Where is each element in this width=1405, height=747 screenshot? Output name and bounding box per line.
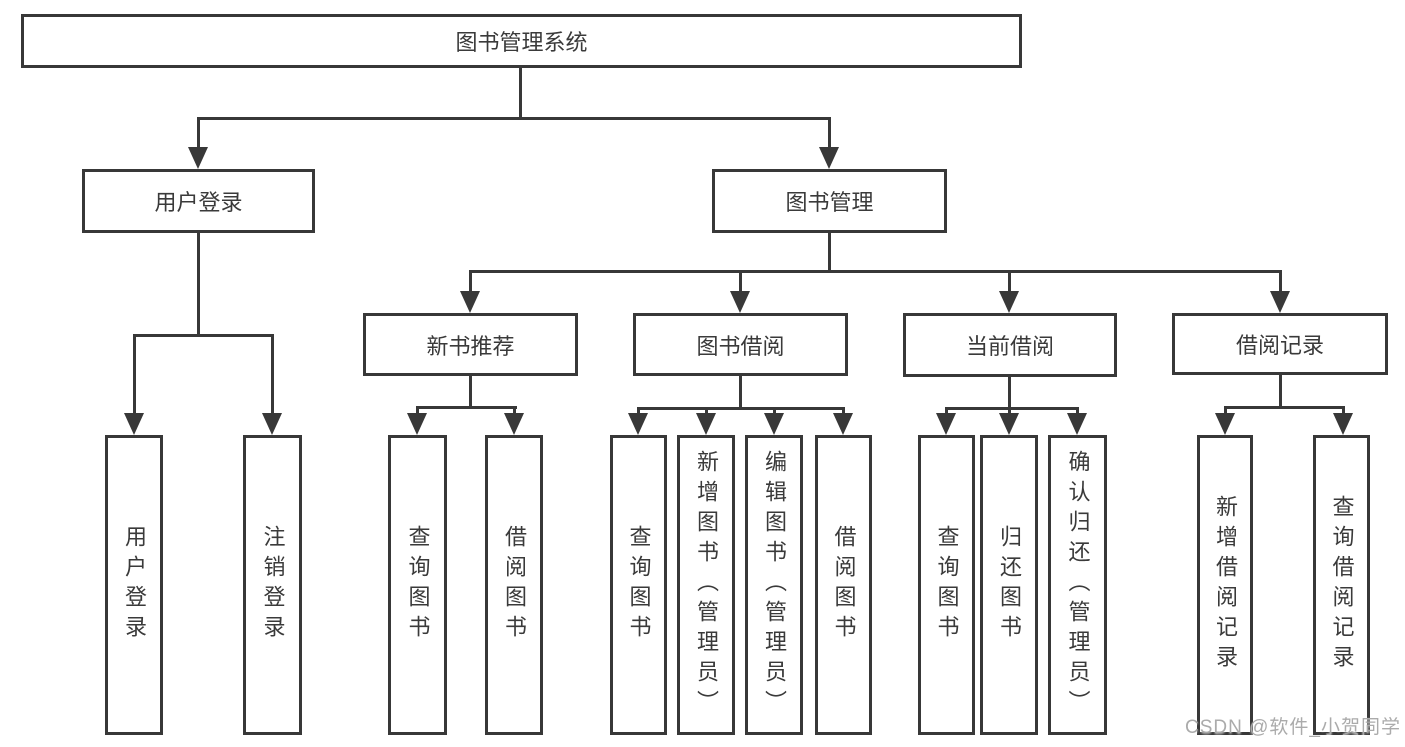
leaf-user-login: 用户登录	[105, 435, 163, 735]
connector-line	[197, 231, 200, 337]
node-label: 图书借阅	[696, 333, 785, 359]
node-new-book-recommend: 新书推荐	[363, 313, 578, 376]
csdn-watermark: CSDN @软件_小贺同学	[1185, 717, 1401, 738]
connector-line	[519, 66, 522, 120]
node-current-borrowing: 当前借阅	[903, 313, 1117, 377]
connector-arrowhead	[628, 413, 648, 435]
connector-line	[637, 407, 640, 417]
connector-line	[945, 407, 1079, 410]
connector-line	[1279, 270, 1282, 296]
connector-line	[1008, 270, 1011, 296]
leaf-borrow-borrow-books: 借阅图书	[815, 435, 872, 735]
connector-arrowhead	[764, 413, 784, 435]
node-label: 归还图书	[997, 525, 1022, 645]
connector-arrowhead	[1333, 413, 1353, 435]
connector-arrowhead	[1067, 413, 1087, 435]
connector-line	[637, 407, 845, 410]
connector-arrowhead	[1215, 413, 1235, 435]
connector-arrowhead	[262, 413, 282, 435]
connector-arrowhead	[188, 147, 208, 169]
leaf-newbook-query-books: 查询图书	[388, 435, 447, 735]
node-label: 用户登录	[154, 190, 243, 215]
connector-line	[469, 374, 472, 409]
node-label: 新书推荐	[426, 333, 515, 359]
connector-line	[133, 334, 274, 337]
connector-line	[739, 270, 742, 296]
leaf-borrow-query-books: 查询图书	[610, 435, 667, 735]
connector-line	[828, 231, 831, 273]
connector-arrowhead	[460, 291, 480, 313]
connector-arrowhead	[833, 413, 853, 435]
connector-line	[1076, 407, 1079, 417]
connector-line	[133, 334, 136, 418]
connector-line	[773, 407, 776, 417]
connector-arrowhead	[999, 413, 1019, 435]
node-label: 编辑图书（管理员）	[762, 450, 787, 720]
leaf-current-query-books: 查询图书	[918, 435, 975, 735]
node-label: 借阅图书	[502, 525, 527, 645]
connector-arrowhead	[504, 413, 524, 435]
connector-line	[416, 406, 419, 418]
leaf-records-add-borrow-record: 新增借阅记录	[1197, 435, 1253, 735]
connector-line	[739, 374, 742, 410]
node-borrow-records: 借阅记录	[1172, 313, 1388, 375]
node-label: 查询图书	[405, 525, 431, 645]
connector-line	[271, 334, 274, 418]
connector-line	[1224, 406, 1345, 409]
node-label: 查询借阅记录	[1329, 495, 1355, 675]
connector-line	[1224, 406, 1227, 418]
connector-arrowhead	[936, 413, 956, 435]
node-user-login: 用户登录	[82, 169, 315, 233]
connector-arrowhead	[819, 147, 839, 169]
node-label: 当前借阅	[965, 334, 1054, 359]
leaf-current-return-books: 归还图书	[980, 435, 1038, 735]
node-label: 图书管理	[785, 190, 874, 215]
connector-line	[1008, 375, 1011, 410]
node-book-borrowing: 图书借阅	[633, 313, 848, 376]
node-label: 借阅图书	[831, 525, 857, 645]
connector-arrowhead	[999, 291, 1019, 313]
node-label: 图书管理系统	[455, 30, 588, 55]
connector-line	[197, 117, 200, 153]
node-label: 注销登录	[260, 525, 286, 645]
node-book-management: 图书管理	[712, 169, 947, 233]
node-label: 查询图书	[934, 525, 960, 645]
connector-line	[705, 407, 708, 417]
connector-arrowhead	[407, 413, 427, 435]
connector-line	[197, 117, 831, 120]
node-label: 新增借阅记录	[1213, 495, 1238, 675]
leaf-current-confirm-return-admin: 确认归还（管理员）	[1048, 435, 1107, 735]
leaf-borrow-edit-books-admin: 编辑图书（管理员）	[745, 435, 803, 735]
connector-arrowhead	[696, 413, 716, 435]
connector-line	[1008, 407, 1011, 417]
connector-line	[945, 407, 948, 417]
connector-arrowhead	[1270, 291, 1290, 313]
connector-line	[469, 270, 1282, 273]
connector-line	[828, 117, 831, 153]
leaf-logout-login: 注销登录	[243, 435, 302, 735]
node-label: 新增图书（管理员）	[694, 450, 719, 720]
connector-arrowhead	[124, 413, 144, 435]
leaf-newbook-borrow-books: 借阅图书	[485, 435, 543, 735]
leaf-borrow-add-books-admin: 新增图书（管理员）	[677, 435, 735, 735]
node-label: 用户登录	[122, 525, 147, 645]
connector-line	[1279, 373, 1282, 409]
node-label: 借阅记录	[1235, 333, 1324, 358]
connector-line	[842, 407, 845, 417]
node-label: 查询图书	[626, 525, 652, 645]
connector-line	[416, 406, 517, 409]
node-library-system: 图书管理系统	[21, 14, 1022, 68]
connector-line	[513, 406, 516, 418]
connector-line	[469, 270, 472, 296]
connector-arrowhead	[730, 291, 750, 313]
leaf-records-query-borrow-record: 查询借阅记录	[1313, 435, 1370, 735]
node-label: 确认归还（管理员）	[1065, 450, 1091, 720]
connector-line	[1342, 406, 1345, 418]
